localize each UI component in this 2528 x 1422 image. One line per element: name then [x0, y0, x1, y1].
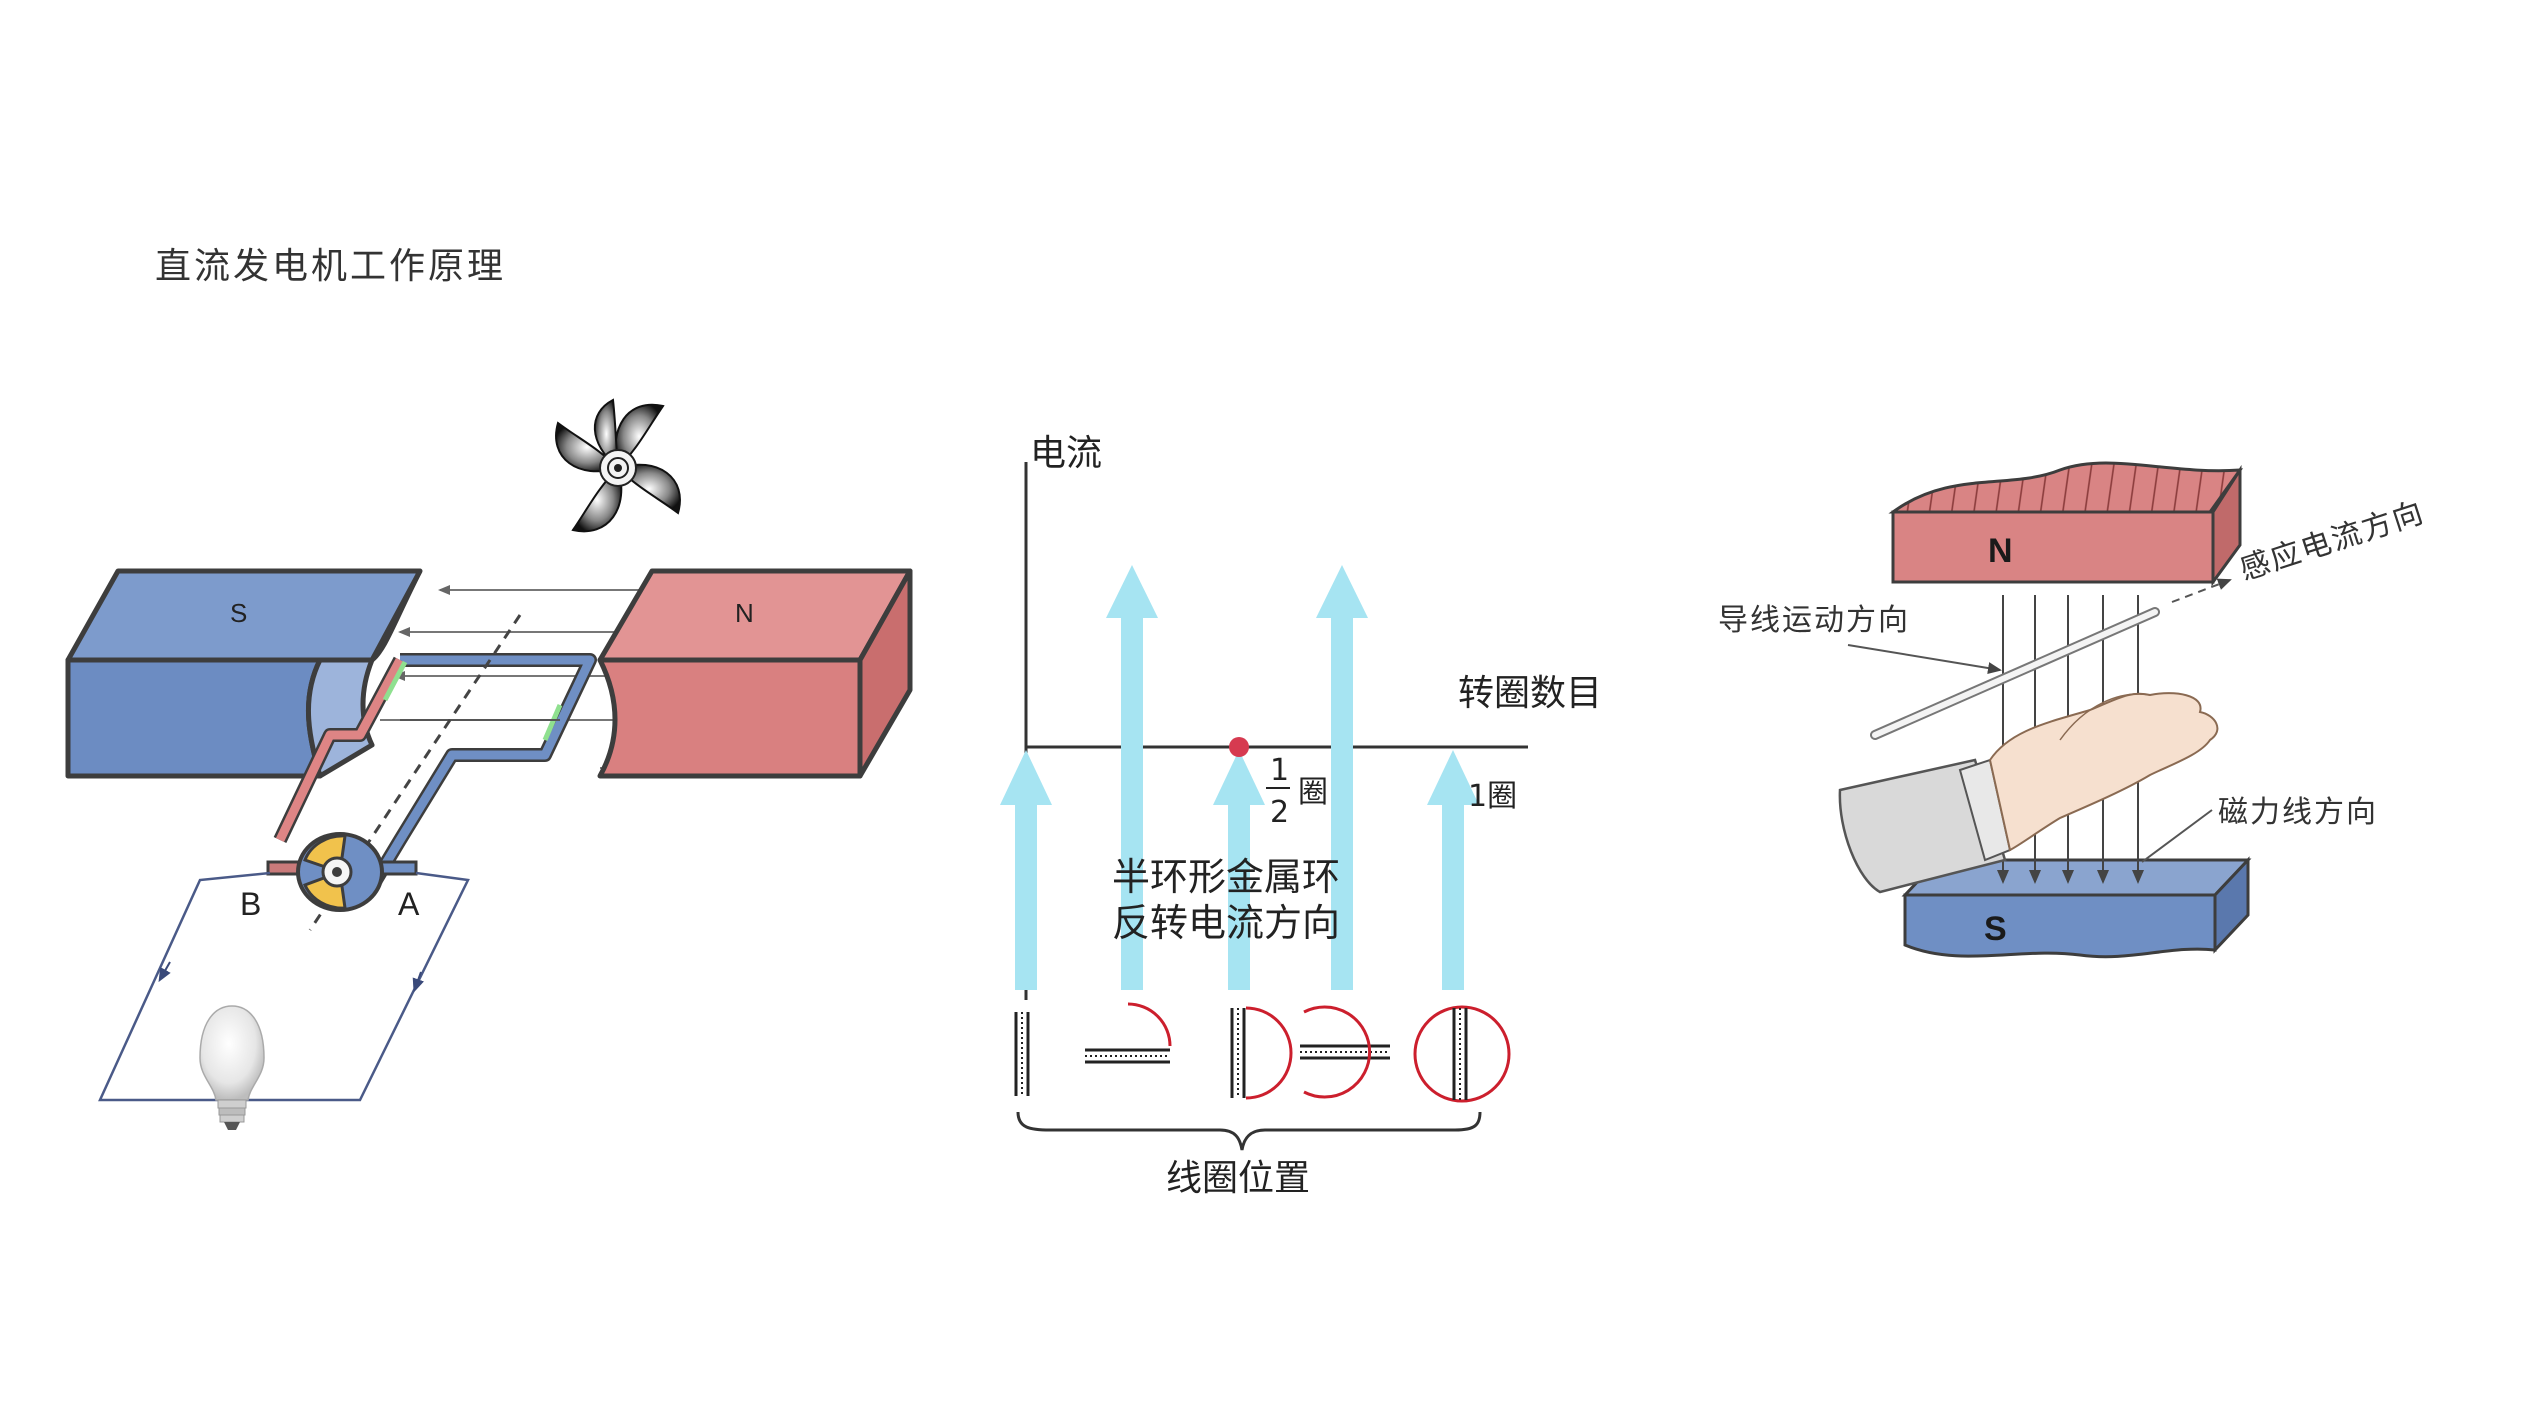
magnet-n: N [597, 568, 913, 779]
y-axis-label: 电流 [1030, 433, 1102, 474]
magnet-s-label: S [230, 598, 247, 628]
one-turn-label: 1圈 [1468, 779, 1517, 814]
magnet-n-label: N [735, 598, 754, 628]
current-arrow-4 [1316, 565, 1368, 990]
half-turn-unit: 圈 [1298, 775, 1328, 810]
magnetic-field-label: 磁力线方向 [2218, 795, 2378, 830]
page-title: 直流发电机工作原理 [155, 246, 506, 287]
pole-s-label: S [1984, 910, 2007, 948]
coil-position-icons [1014, 1002, 1511, 1103]
magnet-s: S [65, 568, 423, 779]
current-arrows [1000, 565, 1479, 990]
coil-position-1 [1014, 1012, 1030, 1096]
magnetic-field-lines [380, 585, 640, 769]
induced-current-arrow [2171, 578, 2232, 603]
note-line-1: 半环形金属环 [1112, 855, 1340, 899]
conductor-rod [1870, 607, 2160, 740]
x-axis-label: 转圈数目 [1458, 673, 1602, 714]
wire-motion-label: 导线运动方向 [1718, 603, 1910, 638]
note-line-2: 反转电流方向 [1112, 901, 1340, 945]
current-arrow-5 [1427, 750, 1479, 990]
magnetic-field-pointer [2141, 809, 2213, 863]
light-bulb-icon [199, 1005, 265, 1130]
commutator [266, 832, 418, 912]
coil-position-3 [1230, 1006, 1293, 1100]
terminal-b-label: B [240, 886, 261, 922]
dc-generator-illustration: S N [65, 398, 913, 1130]
current-arrow-1 [1000, 750, 1052, 990]
current-vs-turns-chart: 电流 转圈数目 [1000, 433, 1602, 1199]
wire-motion-arrow [1847, 644, 2002, 674]
coil-position-label: 线圈位置 [1166, 1158, 1310, 1199]
half-turn-marker [1229, 737, 1249, 757]
current-arrow-3 [1213, 750, 1265, 990]
coil-position-2 [1085, 1002, 1172, 1064]
coil-position-4 [1300, 1005, 1390, 1099]
induced-current-label: 感应电流方向 [2236, 495, 2429, 588]
coil-position-5 [1413, 1005, 1511, 1103]
fan-icon [555, 398, 681, 533]
armature-coil [273, 614, 597, 931]
pole-s-block: S [1901, 856, 2252, 959]
coil-position-brace [1016, 1111, 1482, 1151]
right-hand-rule-illustration: N S 感应电流方向 [1718, 461, 2429, 959]
half-turn-denominator: 2 [1270, 795, 1289, 830]
pole-n-label: N [1988, 532, 2013, 570]
terminal-a-label: A [398, 886, 420, 922]
pole-n-block: N [1888, 461, 2244, 587]
current-arrow-2 [1106, 565, 1158, 990]
right-hand-icon [1838, 692, 2219, 894]
half-turn-numerator: 1 [1270, 753, 1289, 788]
